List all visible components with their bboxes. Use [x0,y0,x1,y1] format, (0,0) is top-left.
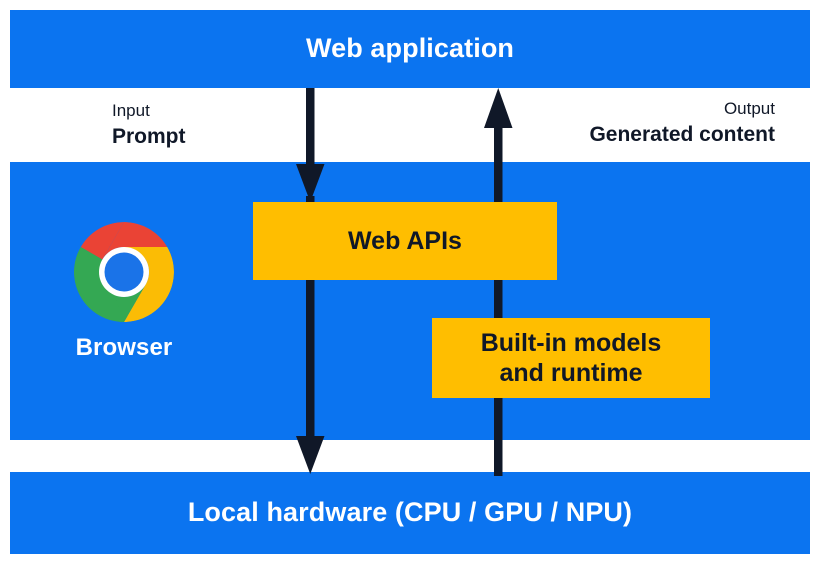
box-built-in-models: Built-in models and runtime [432,318,710,398]
box-built-in-models-text: Built-in models and runtime [481,328,662,389]
browser-block: Browser [64,222,184,362]
box-web-apis: Web APIs [253,202,557,280]
arrow-to-hardware-icon [296,196,325,474]
flow-output-kicker: Output [723,99,775,118]
flow-label-output: Output Generated content [589,98,775,149]
chrome-logo-icon [74,222,174,322]
band-web-application: Web application [10,10,810,88]
box-web-apis-label: Web APIs [348,226,462,255]
band-local-hardware: Local hardware (CPU / GPU / NPU) [10,472,810,554]
arrow-input-down-icon [296,88,325,202]
band-local-hardware-label: Local hardware (CPU / GPU / NPU) [187,497,633,527]
flow-output-title: Generated content [589,122,775,146]
flow-input-title: Prompt [112,124,186,148]
flow-input-kicker: Input [112,101,150,120]
flow-label-input: Input Prompt [112,100,186,151]
box-built-in-models-line2: and runtime [499,359,643,387]
box-built-in-models-line1: Built-in models [480,328,662,357]
band-web-application-label: Web application [305,33,515,63]
arrow-output-up-icon [484,88,513,476]
browser-label: Browser [75,334,173,361]
